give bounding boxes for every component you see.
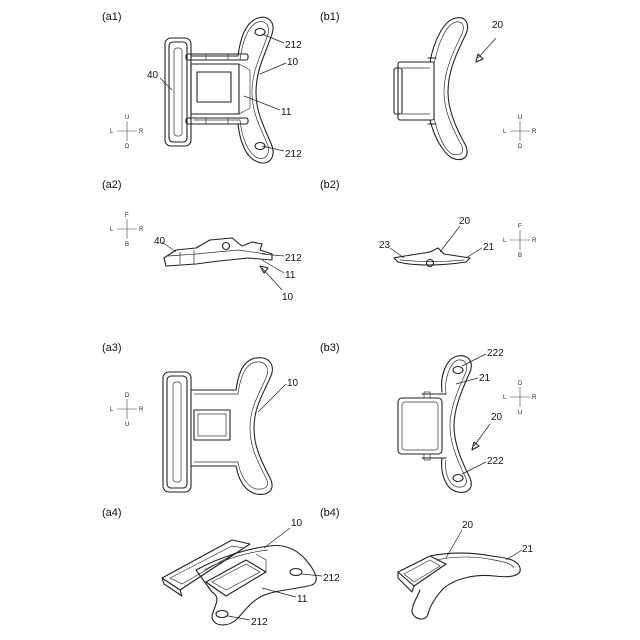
ref-222-b3-bottom: 222 <box>487 456 504 467</box>
svg-text:F: F <box>518 224 522 230</box>
figure-a1-buckle-top: 212 10 11 212 40 U D L R <box>110 17 302 163</box>
svg-text:L: L <box>110 407 114 413</box>
svg-text:L: L <box>110 129 114 135</box>
ref-20-b4: 20 <box>462 520 474 531</box>
svg-text:R: R <box>139 407 144 413</box>
figure-b2-plate-side: 23 20 21 F B L R <box>379 216 537 267</box>
svg-text:U: U <box>518 410 522 416</box>
svg-text:L: L <box>503 395 507 401</box>
svg-text:B: B <box>518 253 522 259</box>
panel-label-b3: (b3) <box>320 342 340 354</box>
direction-indicator-a3: D U L R <box>110 393 144 428</box>
svg-text:U: U <box>125 422 129 428</box>
svg-text:R: R <box>139 227 144 233</box>
ref-11-a1: 11 <box>281 107 292 118</box>
ref-11-a4: 11 <box>297 594 308 605</box>
direction-indicator-b1: U D L R <box>503 115 537 150</box>
ref-40-a2: 40 <box>154 236 166 247</box>
svg-text:R: R <box>532 395 537 401</box>
panel-label-a4: (a4) <box>102 507 122 519</box>
figure-b1-plate-top: 20 U D L R <box>394 18 537 160</box>
figure-b3-plate-bottom: 222 21 20 222 D U L R <box>398 348 537 492</box>
figure-a4-buckle-perspective: 10 212 11 212 <box>162 518 340 628</box>
svg-text:L: L <box>503 238 507 244</box>
ref-20-b3: 20 <box>491 412 503 423</box>
ref-212-a2: 212 <box>285 253 302 264</box>
svg-text:U: U <box>518 115 522 121</box>
svg-text:R: R <box>139 129 144 135</box>
ref-20-b1: 20 <box>492 20 504 31</box>
ref-10-a1: 10 <box>287 57 299 68</box>
figure-a2-buckle-side: 40 212 11 10 F B L R <box>110 213 302 303</box>
svg-text:R: R <box>532 129 537 135</box>
svg-text:D: D <box>125 393 130 399</box>
ref-21-b4: 21 <box>522 544 534 555</box>
figure-a3-buckle-bottom: 10 D U L R <box>110 358 299 495</box>
svg-text:R: R <box>532 238 537 244</box>
ref-21-b3: 21 <box>479 373 491 384</box>
figure-b4-plate-perspective: 20 21 <box>398 520 534 619</box>
svg-text:L: L <box>110 227 114 233</box>
ref-11-a2: 11 <box>285 270 296 281</box>
ref-212-a1-bottom: 212 <box>285 149 302 160</box>
ref-212-a4-right: 212 <box>323 573 340 584</box>
panel-label-a2: (a2) <box>102 179 122 191</box>
ref-10-a3: 10 <box>287 378 299 389</box>
svg-text:F: F <box>125 213 129 219</box>
svg-text:L: L <box>503 129 507 135</box>
svg-text:D: D <box>518 381 523 387</box>
ref-23-b2: 23 <box>379 240 391 251</box>
direction-indicator-b3: D U L R <box>503 381 537 416</box>
svg-text:D: D <box>125 144 130 150</box>
ref-212-a4-bottom: 212 <box>251 617 268 628</box>
ref-10-a4: 10 <box>291 518 303 529</box>
svg-text:D: D <box>518 144 523 150</box>
panel-label-a3: (a3) <box>102 342 122 354</box>
svg-text:U: U <box>125 115 129 121</box>
ref-222-b3-top: 222 <box>487 348 504 359</box>
panel-label-b2: (b2) <box>320 179 340 191</box>
ref-20-b2: 20 <box>459 216 471 227</box>
panel-label-b1: (b1) <box>320 11 340 23</box>
ref-21-b2: 21 <box>483 242 495 253</box>
svg-text:B: B <box>125 242 129 248</box>
ref-40-a1: 40 <box>147 70 159 81</box>
panel-label-b4: (b4) <box>320 507 340 519</box>
direction-indicator-a1: U D L R <box>110 115 144 150</box>
panel-label-a1: (a1) <box>102 11 122 23</box>
direction-indicator-b2: F B L R <box>503 224 537 259</box>
ref-10-a2: 10 <box>282 292 294 303</box>
direction-indicator-a2: F B L R <box>110 213 144 248</box>
ref-212-a1-top: 212 <box>285 40 302 51</box>
